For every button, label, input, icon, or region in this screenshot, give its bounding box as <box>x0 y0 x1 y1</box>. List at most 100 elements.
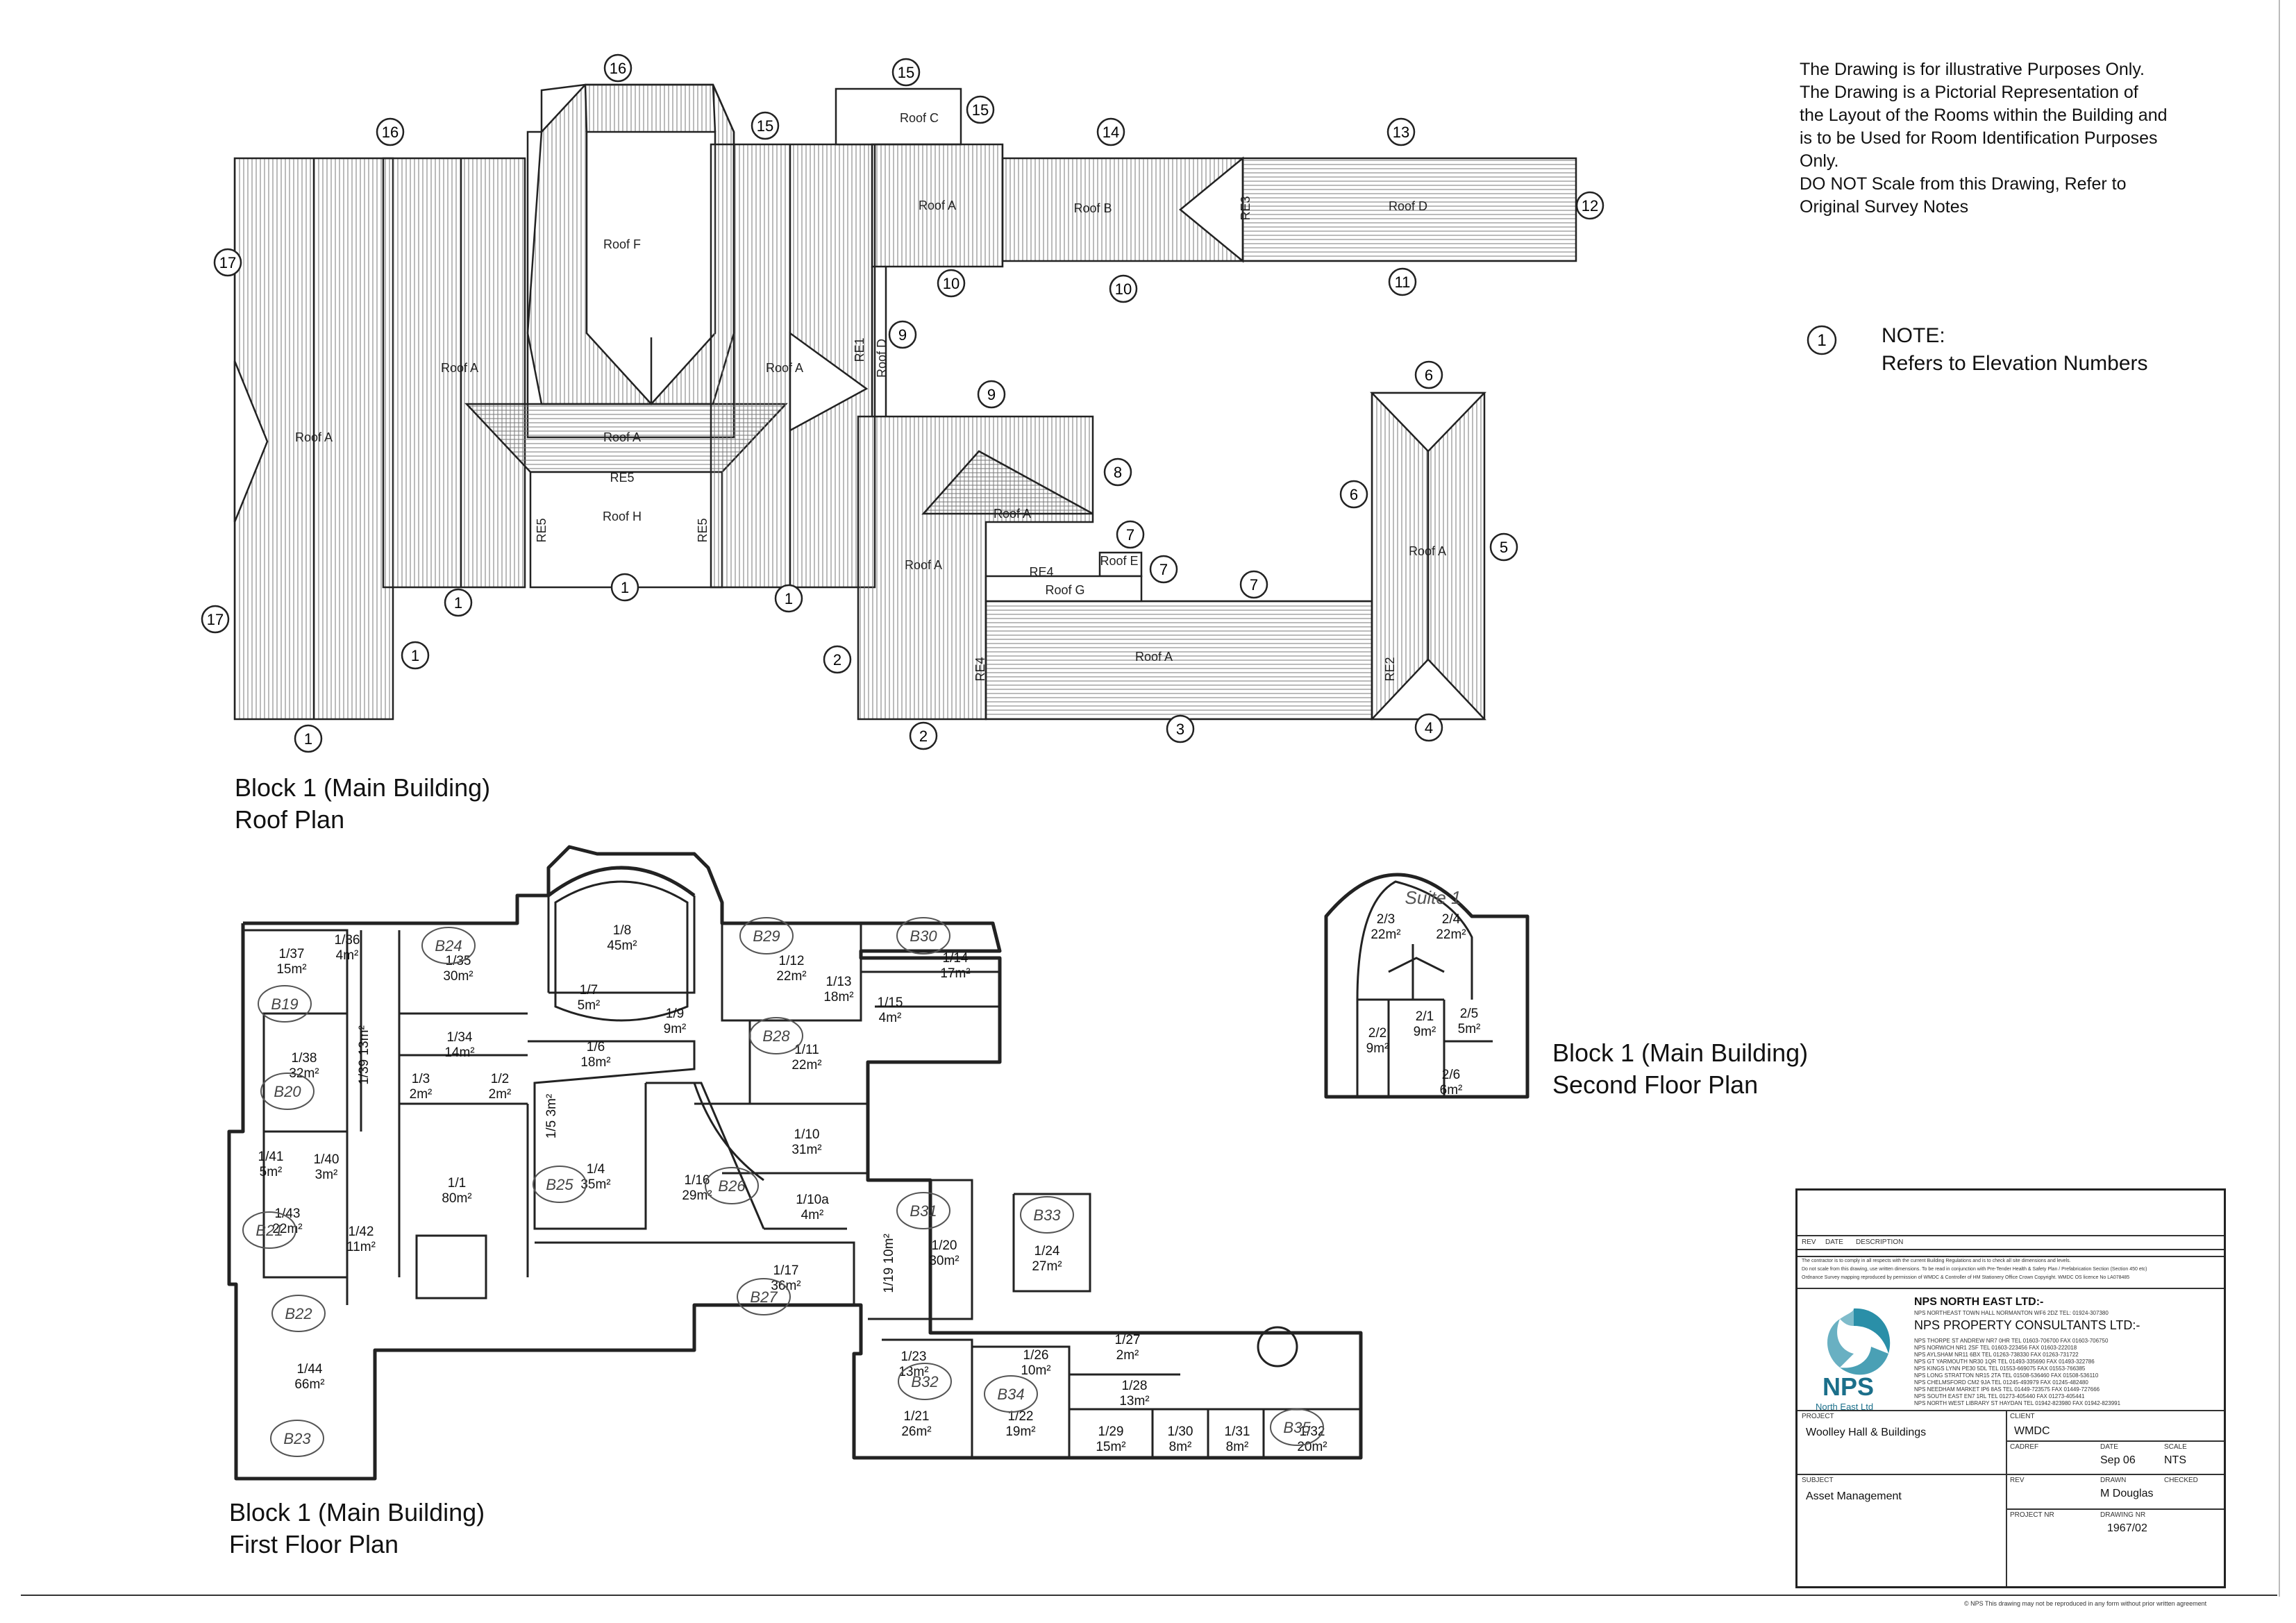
bay-window-centre <box>554 880 689 1022</box>
roof-label: Roof A <box>919 199 956 212</box>
tag-text: B31 <box>910 1202 937 1220</box>
office-address: NPS NORWICH NR1 2SF TEL 01603-223456 FAX… <box>1914 1345 2077 1351</box>
roof-wing-2 <box>382 157 526 589</box>
office-address: NPS NEEDHAM MARKET IP6 8AS TEL 01449-723… <box>1914 1386 2100 1393</box>
client-value: WMDC <box>2014 1425 2050 1437</box>
tag-circle <box>737 1278 791 1315</box>
fine-print: The contractor is to comply in all respe… <box>1802 1259 2071 1263</box>
elevation-number: 6 <box>1425 367 1433 384</box>
handwritten-tag: B20 <box>260 1073 315 1110</box>
elevation-marker: 10 <box>937 269 966 298</box>
tag-circle <box>984 1375 1038 1413</box>
caption-line: Second Floor Plan <box>1552 1070 1759 1099</box>
drawing-nr-value: 1967/02 <box>2107 1522 2147 1534</box>
drawn-label: DRAWN <box>2100 1477 2127 1484</box>
note-line: is to be Used for Room Identification Pu… <box>1800 128 2158 148</box>
room-number: 1/21 <box>904 1409 930 1424</box>
elevation-number: 16 <box>610 60 626 77</box>
elevation-marker: 15 <box>891 58 921 87</box>
elevation-number: 7 <box>1250 576 1258 594</box>
tag-circle <box>896 917 950 955</box>
caption-first-floor: Block 1 (Main Building) First Floor Plan <box>229 1497 485 1561</box>
elevation-circle <box>1109 274 1138 303</box>
handwritten-tag: B23 <box>270 1420 324 1457</box>
room-number: 1/14 <box>943 951 969 966</box>
tag-text: B20 <box>274 1083 301 1100</box>
room-area: 4m² <box>336 948 359 963</box>
roof-label: Roof B <box>1073 201 1112 215</box>
room-area: 8m² <box>1169 1440 1192 1454</box>
checked-label: CHECKED <box>2164 1477 2198 1484</box>
elevation-marker: 6 <box>1414 360 1443 389</box>
copyright-footer: © NPS This drawing may not be reproduced… <box>1964 1600 2207 1607</box>
elevation-circle <box>444 588 473 617</box>
tag-circle <box>271 1295 326 1332</box>
elevation-marker: 1 <box>610 573 639 602</box>
caption-line: First Floor Plan <box>229 1530 399 1558</box>
elevation-circle <box>751 111 780 140</box>
elevation-number: 8 <box>1114 464 1122 481</box>
tag-circle <box>739 917 794 955</box>
tag-circle <box>258 985 312 1023</box>
elevation-number: 11 <box>1395 274 1411 291</box>
tag-text: B28 <box>762 1027 790 1045</box>
elevation-circle <box>1166 714 1195 743</box>
room-number: 1/40 <box>314 1152 340 1167</box>
fine-print: Do not scale from this drawing, use writ… <box>1802 1267 2147 1272</box>
elevation-marker: 16 <box>603 53 632 83</box>
tag-circle <box>421 927 476 964</box>
room-number: 1/22 <box>1008 1409 1034 1424</box>
room-number: 1/36 <box>335 933 360 948</box>
elevation-marker: 2 <box>909 721 938 750</box>
tag-text: B23 <box>283 1430 311 1447</box>
room-number: 2/6 <box>1442 1068 1460 1082</box>
room-area: 11m² <box>346 1240 376 1254</box>
elevation-number: 2 <box>919 728 928 745</box>
tag-circle <box>260 1073 315 1110</box>
elevation-circle <box>603 53 632 83</box>
handwritten-tag: B27 <box>737 1278 791 1315</box>
elevation-number: 1 <box>411 647 419 664</box>
handwritten-tag: B25 <box>533 1166 587 1203</box>
tag-circle <box>749 1017 803 1054</box>
room-area: 15m² <box>276 962 306 977</box>
elevation-marker: 15 <box>751 111 780 140</box>
room-number: 1/29 <box>1098 1424 1124 1439</box>
elevation-marker: 14 <box>1096 117 1125 146</box>
elevation-circle <box>1149 555 1178 584</box>
second-floor-internal <box>1356 880 1493 1097</box>
room-area: 2m² <box>410 1087 433 1102</box>
room-number: 1/9 <box>666 1007 684 1021</box>
elevation-circle <box>1414 713 1443 742</box>
elevation-number: 6 <box>1350 486 1358 503</box>
roof-label: RE2 <box>1383 657 1397 681</box>
elevation-circle <box>1489 532 1518 562</box>
caption-roof-plan: Block 1 (Main Building) Roof Plan <box>235 772 490 836</box>
disclaimer-notes: The Drawing is for illustrative Purposes… <box>1800 58 2230 219</box>
elevation-marker: 9 <box>888 320 917 349</box>
tag-text: B34 <box>997 1386 1024 1403</box>
room-area: 2m² <box>1116 1348 1139 1363</box>
bay-window-north <box>547 866 696 897</box>
room-area: 30m² <box>443 969 473 984</box>
subject-value: Asset Management <box>1806 1490 1902 1502</box>
roof-label: RE5 <box>696 518 710 542</box>
firm-address: NPS NORTHEAST TOWN HALL NORMANTON WF6 2D… <box>1914 1310 2109 1316</box>
elevation-circle <box>909 721 938 750</box>
date-value: Sep 06 <box>2100 1454 2136 1466</box>
title-block: REV DATE DESCRIPTION The contractor is t… <box>1795 1188 2226 1607</box>
room-number: 2/3 <box>1377 912 1395 927</box>
room-number: 1/3 <box>412 1072 430 1086</box>
note-line: the Layout of the Rooms within the Build… <box>1800 106 2168 125</box>
elevation-marker: 6 <box>1339 480 1368 509</box>
room-area: 27m² <box>1032 1259 1062 1274</box>
elevation-number: 12 <box>1582 197 1598 215</box>
rev-header: REV <box>1802 1238 1816 1246</box>
elevation-number: 14 <box>1103 124 1119 141</box>
tag-text: B24 <box>435 937 462 955</box>
handwritten-tag: B21 <box>242 1211 296 1249</box>
tag-text: B19 <box>271 995 298 1013</box>
elevation-number: 1 <box>621 579 629 596</box>
